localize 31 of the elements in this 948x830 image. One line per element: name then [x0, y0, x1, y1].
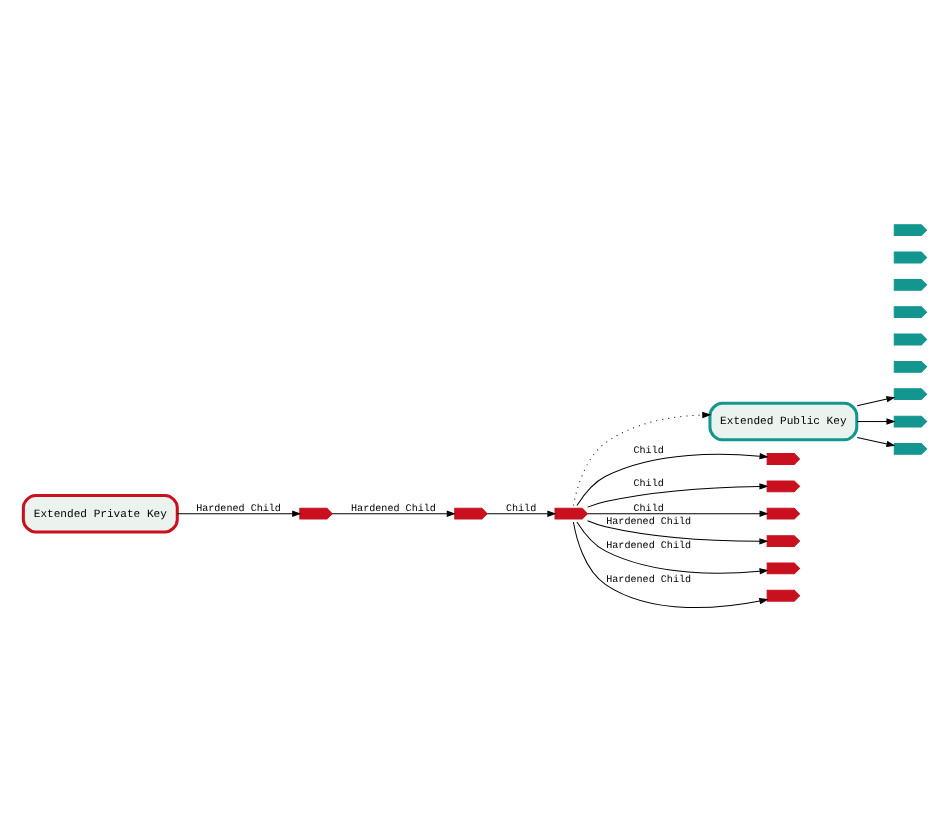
node-key [892, 224, 927, 237]
node-key [892, 388, 927, 401]
node-key [765, 507, 800, 520]
arrow [176, 510, 301, 517]
node-key [765, 480, 800, 493]
arrow [485, 510, 556, 517]
arrow [575, 453, 768, 506]
node-key [892, 333, 927, 346]
node-key [892, 251, 927, 264]
arrow [575, 521, 768, 575]
arrow [855, 418, 895, 425]
node-key [892, 360, 927, 373]
arrow [586, 510, 768, 517]
node-key [298, 507, 332, 520]
node-key [892, 306, 927, 319]
node-key [892, 443, 927, 455]
node-key [765, 589, 800, 602]
arrow [571, 411, 711, 506]
arrow [586, 520, 768, 545]
arrow [586, 483, 768, 508]
arrow [855, 436, 895, 448]
arrow [571, 521, 768, 609]
node-key [765, 453, 800, 465]
node-key [553, 507, 588, 520]
arrow [330, 510, 455, 517]
node-key [453, 507, 487, 520]
node-key [892, 278, 927, 291]
node-key [892, 415, 927, 428]
node-key [765, 535, 800, 547]
arrow [855, 396, 895, 407]
node-key [765, 562, 800, 575]
